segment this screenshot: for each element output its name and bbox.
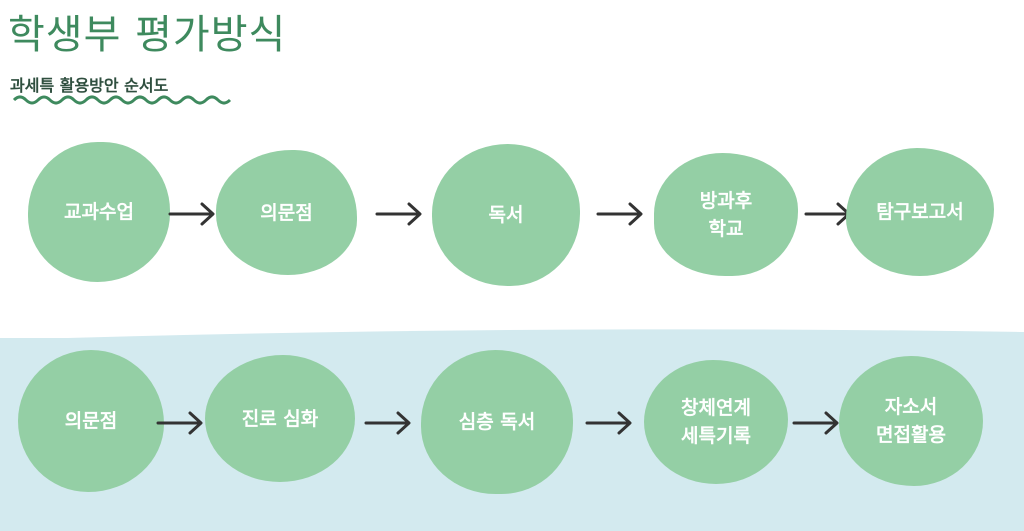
node-activity-record: 창체연계 세특기록 bbox=[644, 360, 788, 484]
arrow-right-icon bbox=[375, 202, 422, 226]
arrow-right-icon bbox=[156, 411, 203, 435]
node-after-school: 방과후 학교 bbox=[654, 153, 798, 276]
node-label: 의문점 bbox=[64, 410, 118, 432]
node-question: 의문점 bbox=[216, 150, 357, 275]
node-research-report: 탐구보고서 bbox=[846, 148, 994, 276]
node-label: 탐구보고서 bbox=[876, 201, 964, 223]
arrow-right-icon bbox=[168, 202, 215, 226]
arrow-right-icon bbox=[364, 411, 411, 435]
node-label: 독서 bbox=[488, 204, 524, 226]
node-label: 세특기록 bbox=[681, 425, 751, 447]
node-reading: 독서 bbox=[432, 144, 580, 286]
node-deep-reading: 심층 독서 bbox=[421, 350, 573, 494]
node-label: 방과후 bbox=[699, 189, 753, 212]
node-career-deep: 진로 심화 bbox=[205, 355, 355, 482]
node-question-2: 의문점 bbox=[18, 350, 164, 492]
node-label: 심층 독서 bbox=[458, 411, 536, 433]
arrow-right-icon bbox=[596, 202, 643, 226]
band-curve bbox=[0, 329, 1024, 342]
node-label: 자소서 bbox=[884, 396, 938, 418]
wavy-underline bbox=[12, 95, 232, 105]
node-label: 진로 심화 bbox=[241, 407, 319, 430]
node-label: 의문점 bbox=[260, 201, 313, 224]
node-label: 창체연계 bbox=[681, 397, 751, 419]
arrow-right-icon bbox=[585, 411, 632, 435]
node-essay-interview: 자소서 면접활용 bbox=[839, 356, 983, 486]
page-subtitle: 과세특 활용방안 순서도 bbox=[10, 76, 169, 95]
node-label: 학교 bbox=[708, 217, 744, 240]
page-title: 학생부 평가방식 bbox=[8, 12, 287, 58]
node-label: 면접활용 bbox=[876, 424, 946, 446]
node-label: 교과수업 bbox=[64, 201, 134, 223]
node-class-lesson: 교과수업 bbox=[28, 142, 170, 282]
arrow-right-icon bbox=[792, 411, 839, 435]
